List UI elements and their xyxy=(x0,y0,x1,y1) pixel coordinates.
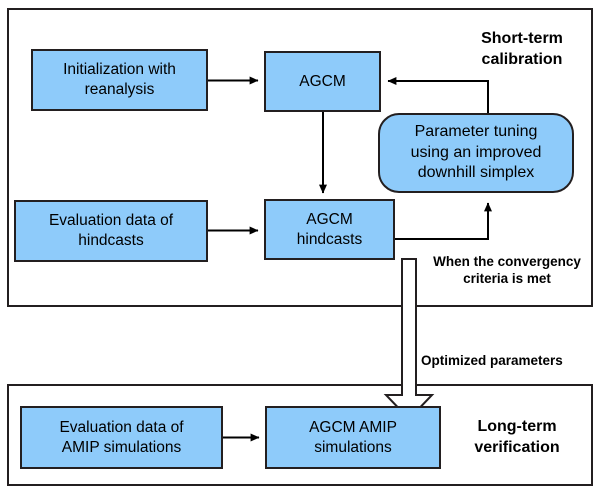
panel-label-long-term: Long-term verification xyxy=(447,417,587,459)
node-parameter-tuning-label: Parameter tuning using an improved downh… xyxy=(411,122,542,184)
node-agcm-hindcasts-line1: AGCM xyxy=(306,210,353,228)
node-initialization-line2: reanalysis xyxy=(84,81,155,98)
panel-long-term-verification xyxy=(7,384,593,486)
node-parameter-tuning-line2: using an improved xyxy=(410,143,542,161)
node-evaluation-hindcasts-line1: Evaluation data of xyxy=(48,212,174,230)
edge-label-convergency-line1: When the convergency xyxy=(433,254,581,269)
node-initialization-line1: Initialization with xyxy=(63,61,176,79)
node-evaluation-hindcasts-label: Evaluation data of hindcasts xyxy=(49,211,173,251)
panel-label-short-term-line2: calibration xyxy=(481,50,563,68)
node-parameter-tuning-line1: Parameter tuning xyxy=(414,122,538,140)
edge-label-optimized-parameters-line1: Optimized parameters xyxy=(421,353,563,368)
panel-label-short-term: Short-term calibration xyxy=(458,29,586,71)
node-agcm-hindcasts-label: AGCM hindcasts xyxy=(297,210,362,250)
panel-label-long-term-line1: Long-term xyxy=(477,418,557,435)
node-parameter-tuning-line3: downhill simplex xyxy=(417,164,535,182)
node-agcm-label: AGCM xyxy=(299,72,346,90)
node-initialization[interactable]: Initialization with reanalysis xyxy=(31,49,208,111)
node-agcm-hindcasts-line2: hindcasts xyxy=(296,230,363,248)
node-evaluation-amip-line2: AMIP simulations xyxy=(61,438,182,456)
node-agcm[interactable]: AGCM xyxy=(264,51,381,112)
node-evaluation-amip-line1: Evaluation data of xyxy=(59,418,184,436)
node-agcm-amip-line2: simulations xyxy=(314,438,392,456)
edge-label-convergency: When the convergency criteria is met xyxy=(419,253,595,288)
panel-label-long-term-line2: verification xyxy=(474,438,560,456)
node-initialization-label: Initialization with reanalysis xyxy=(63,60,176,100)
node-parameter-tuning[interactable]: Parameter tuning using an improved downh… xyxy=(378,113,574,193)
node-agcm-amip-line1: AGCM AMIP xyxy=(309,418,397,436)
edge-label-convergency-line2: criteria is met xyxy=(463,271,551,287)
node-evaluation-hindcasts[interactable]: Evaluation data of hindcasts xyxy=(14,200,208,262)
node-agcm-amip-label: AGCM AMIP simulations xyxy=(309,418,397,458)
edge-label-optimized-parameters: Optimized parameters xyxy=(421,352,597,369)
panel-short-term-calibration xyxy=(7,8,593,307)
panel-label-short-term-line1: Short-term xyxy=(481,30,563,47)
node-evaluation-hindcasts-line2: hindcasts xyxy=(78,232,144,249)
node-evaluation-amip[interactable]: Evaluation data of AMIP simulations xyxy=(20,406,223,469)
node-evaluation-amip-label: Evaluation data of AMIP simulations xyxy=(59,418,183,458)
node-agcm-amip[interactable]: AGCM AMIP simulations xyxy=(265,406,441,469)
node-agcm-hindcasts[interactable]: AGCM hindcasts xyxy=(264,199,395,260)
